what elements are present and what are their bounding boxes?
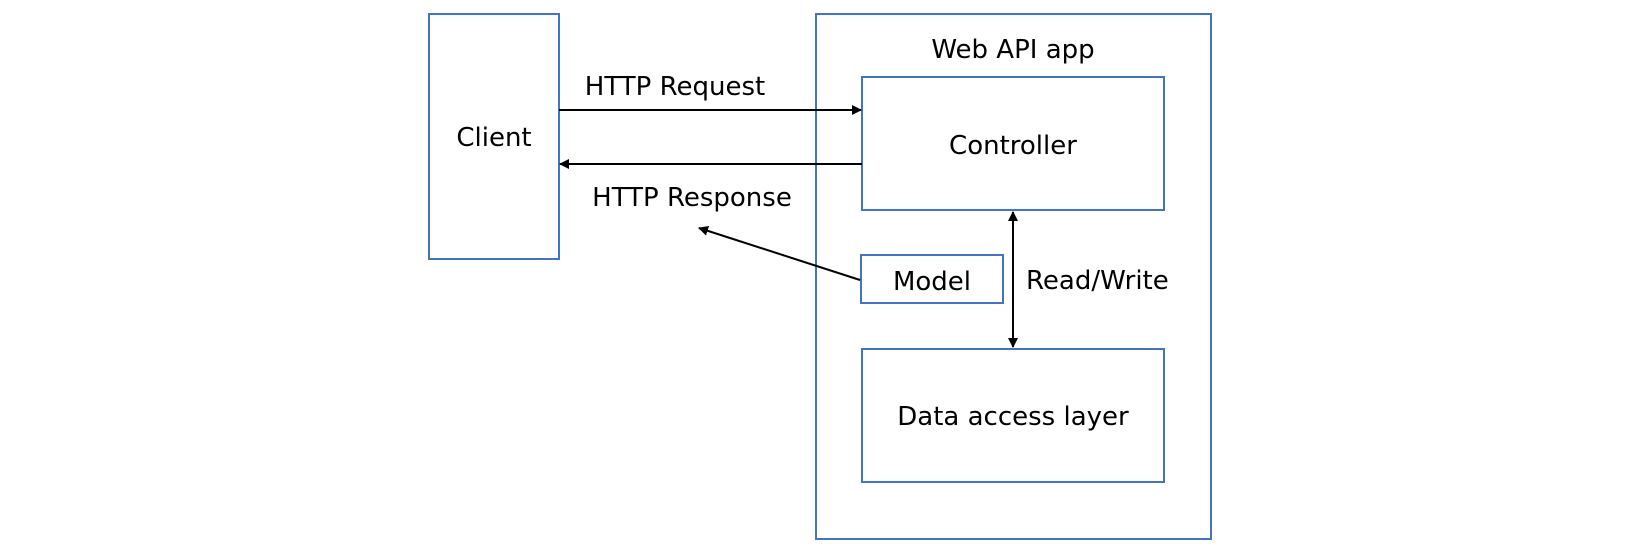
data-access-layer-label: Data access layer <box>897 402 1129 432</box>
client-label: Client <box>456 123 531 153</box>
model-label: Model <box>893 267 971 297</box>
model-box <box>860 254 1004 304</box>
http-request-label: HTTP Request <box>585 72 765 102</box>
data-access-layer-box <box>861 348 1165 483</box>
http-response-label: HTTP Response <box>592 183 792 213</box>
web-api-app-box <box>815 13 1212 540</box>
read-write-label: Read/Write <box>1026 266 1169 296</box>
model-to-response-arrow <box>698 226 861 281</box>
web-api-app-label: Web API app <box>931 35 1094 65</box>
client-box <box>428 13 560 260</box>
controller-label: Controller <box>949 131 1077 161</box>
controller-box <box>861 76 1165 211</box>
